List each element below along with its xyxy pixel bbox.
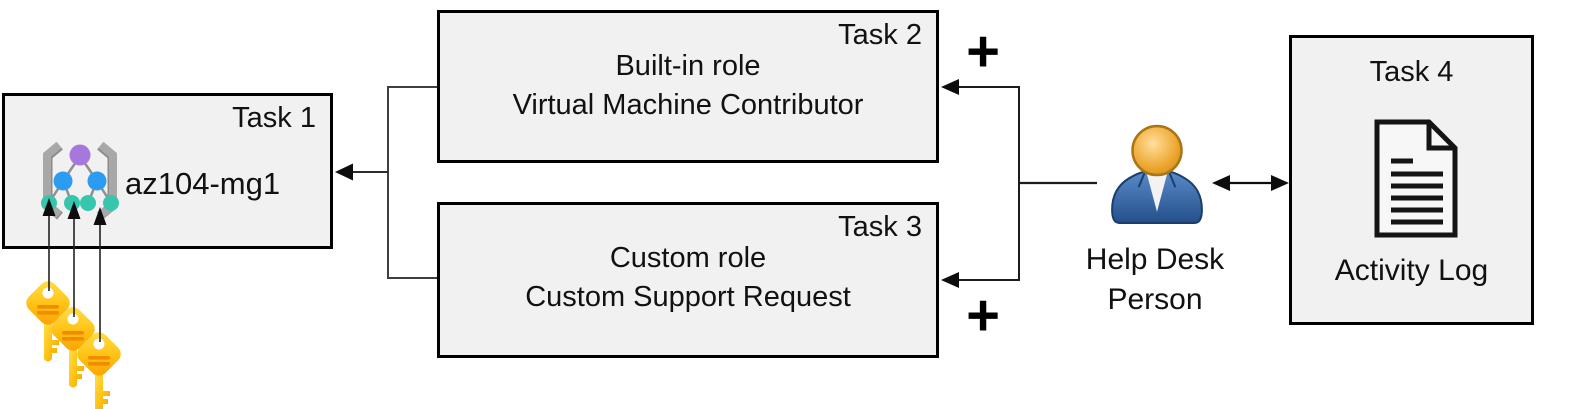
task3-label: Task 3 xyxy=(838,211,922,243)
actor-name-line1: Help Desk xyxy=(1085,243,1225,276)
connector-helpdesk-to-roles xyxy=(956,86,1020,281)
task1-label: Task 1 xyxy=(232,102,316,134)
task3-role-type: Custom role xyxy=(609,242,767,274)
task2-role-type: Built-in role xyxy=(615,50,761,82)
task2-box: Task 2 Built-in role Virtual Machine Con… xyxy=(437,10,939,163)
actor-label: Help Desk Person xyxy=(1065,240,1245,320)
task3-box: Task 3 Custom role Custom Support Reques… xyxy=(437,202,939,358)
plus-badge-bottom: + xyxy=(966,283,1000,348)
task2-label: Task 2 xyxy=(838,19,922,51)
arrowhead-into-task2 xyxy=(941,79,959,95)
arrowhead-into-task1 xyxy=(335,163,353,181)
task2-text: Built-in role Virtual Machine Contributo… xyxy=(440,47,936,125)
task4-label: Task 4 xyxy=(1369,56,1454,88)
arrowhead-into-task3 xyxy=(941,272,959,288)
plus-badge-top: + xyxy=(966,19,1000,84)
task1-box: Task 1 az104-mg1 xyxy=(2,93,333,249)
key-icon xyxy=(73,331,125,409)
arrowhead-toward-activitylog xyxy=(1271,175,1289,191)
task3-text: Custom role Custom Support Request xyxy=(440,239,936,317)
activity-log-caption: Activity Log xyxy=(1334,254,1489,287)
person-icon xyxy=(1111,124,1203,224)
document-icon xyxy=(1374,119,1458,238)
arrowhead-toward-helpdesk xyxy=(1212,175,1230,191)
connector-roles-to-task1 xyxy=(387,86,437,279)
management-group-icon xyxy=(41,141,119,220)
task2-role-name: Virtual Machine Contributor xyxy=(512,89,864,121)
management-group-name: az104-mg1 xyxy=(125,166,281,201)
task3-role-name: Custom Support Request xyxy=(525,281,851,313)
actor-name-line2: Person xyxy=(1107,283,1203,316)
task4-box: Task 4 Activity Log xyxy=(1289,35,1534,325)
